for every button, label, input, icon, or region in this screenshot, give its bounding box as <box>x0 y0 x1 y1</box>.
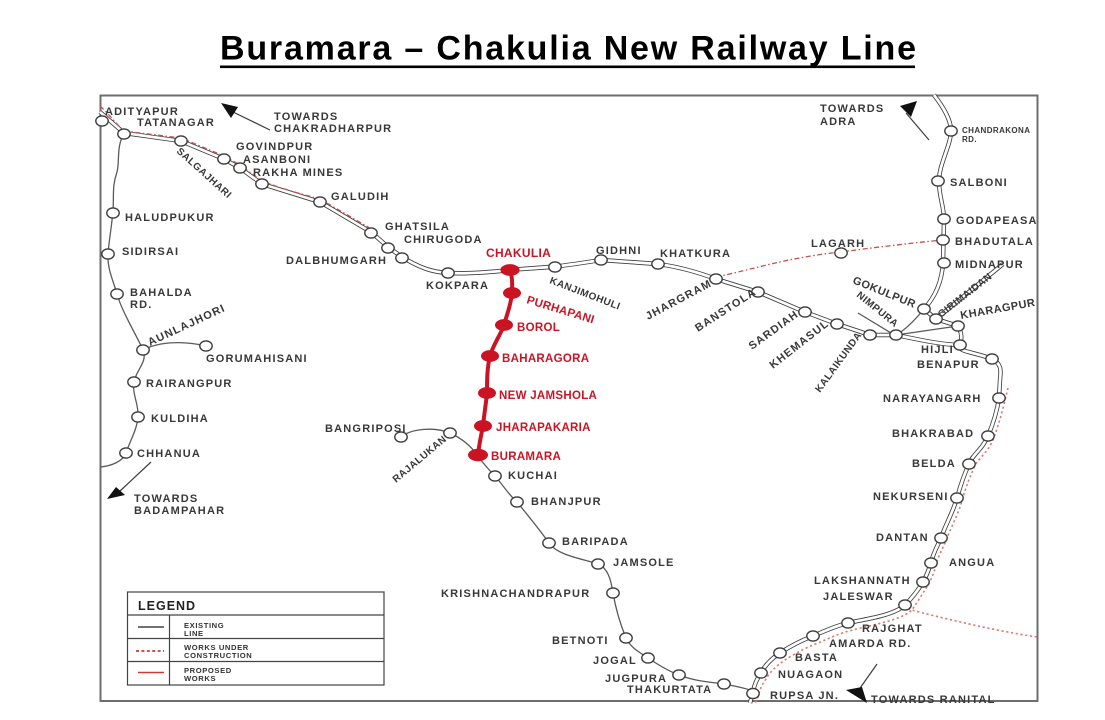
svg-text:Buramara – Chakulia New Railwa: Buramara – Chakulia New Railway Line <box>220 30 918 68</box>
svg-text:KRISHNACHANDRAPUR: KRISHNACHANDRAPUR <box>441 588 590 600</box>
svg-text:BHAKRABAD: BHAKRABAD <box>892 428 974 440</box>
svg-text:BETNOTI: BETNOTI <box>552 635 609 647</box>
svg-text:TATANAGAR: TATANAGAR <box>137 117 215 129</box>
svg-text:NEKURSENI: NEKURSENI <box>873 491 949 503</box>
svg-text:RAIRANGPUR: RAIRANGPUR <box>146 378 233 390</box>
svg-text:EXISTING: EXISTING <box>184 621 224 630</box>
svg-text:ADRA: ADRA <box>820 116 857 128</box>
svg-text:ADITYAPUR: ADITYAPUR <box>105 106 179 118</box>
svg-text:HIJLI: HIJLI <box>921 344 954 356</box>
svg-text:CHAKULIA: CHAKULIA <box>486 246 551 260</box>
svg-text:LINE: LINE <box>184 629 204 638</box>
svg-text:SIDIRSAI: SIDIRSAI <box>122 246 179 258</box>
svg-text:CHAKRADHARPUR: CHAKRADHARPUR <box>274 123 392 135</box>
svg-text:RD.: RD. <box>962 135 977 144</box>
svg-text:CHHANUA: CHHANUA <box>137 448 201 460</box>
svg-text:NARAYANGARH: NARAYANGARH <box>883 393 982 405</box>
svg-text:RAKHA MINES: RAKHA MINES <box>253 167 343 179</box>
svg-text:JOGAL: JOGAL <box>593 655 637 667</box>
svg-text:JAMSOLE: JAMSOLE <box>613 557 675 569</box>
svg-text:RAJGHAT: RAJGHAT <box>862 623 923 635</box>
svg-text:THAKURTATA: THAKURTATA <box>627 684 712 696</box>
svg-text:CHANDRAKONA: CHANDRAKONA <box>962 126 1030 135</box>
svg-text:HALUDPUKUR: HALUDPUKUR <box>125 212 215 224</box>
svg-text:BELDA: BELDA <box>912 458 956 470</box>
svg-text:KUCHAI: KUCHAI <box>508 470 558 482</box>
svg-text:RD.: RD. <box>130 299 153 311</box>
svg-text:TOWARDS RANITAL: TOWARDS RANITAL <box>871 694 996 706</box>
svg-text:BARIPADA: BARIPADA <box>562 536 629 548</box>
svg-text:GIDHNI: GIDHNI <box>596 245 642 257</box>
svg-text:TOWARDS: TOWARDS <box>134 493 198 505</box>
svg-text:JALESWAR: JALESWAR <box>823 591 894 603</box>
svg-text:LAKSHANNATH: LAKSHANNATH <box>814 575 911 587</box>
svg-text:BAHARAGORA: BAHARAGORA <box>502 353 589 365</box>
svg-text:GODAPEASA: GODAPEASA <box>956 215 1038 227</box>
svg-text:BOROL: BOROL <box>517 322 560 334</box>
svg-text:BURAMARA: BURAMARA <box>491 451 561 463</box>
svg-text:CONSTRUCTION: CONSTRUCTION <box>184 651 252 660</box>
svg-text:BENAPUR: BENAPUR <box>917 359 980 371</box>
svg-text:LAGARH: LAGARH <box>811 238 865 250</box>
svg-text:BANGRIPOSI: BANGRIPOSI <box>325 423 407 435</box>
svg-text:GORUMAHISANI: GORUMAHISANI <box>206 353 308 365</box>
svg-text:NEW JAMSHOLA: NEW JAMSHOLA <box>499 390 597 402</box>
svg-text:NUAGAON: NUAGAON <box>778 669 843 681</box>
svg-text:CHIRUGODA: CHIRUGODA <box>404 234 483 246</box>
svg-text:LEGEND: LEGEND <box>138 599 196 613</box>
svg-text:PROPOSED: PROPOSED <box>184 666 232 675</box>
svg-text:SALBONI: SALBONI <box>950 177 1008 189</box>
svg-text:DANTAN: DANTAN <box>876 532 929 544</box>
svg-text:KOKPARA: KOKPARA <box>426 280 489 292</box>
svg-text:BASTA: BASTA <box>795 652 838 664</box>
svg-text:GHATSILA: GHATSILA <box>385 221 450 233</box>
svg-text:DALBHUMGARH: DALBHUMGARH <box>286 255 387 267</box>
svg-text:TOWARDS: TOWARDS <box>274 111 338 123</box>
svg-text:JHARAPAKARIA: JHARAPAKARIA <box>496 422 591 434</box>
svg-text:AMARDA RD.: AMARDA RD. <box>829 638 911 650</box>
svg-text:BAHALDA: BAHALDA <box>130 287 193 299</box>
svg-text:ASANBONI: ASANBONI <box>243 154 311 166</box>
svg-text:KHATKURA: KHATKURA <box>660 248 731 260</box>
svg-text:GALUDIH: GALUDIH <box>331 191 390 203</box>
svg-text:KULDIHA: KULDIHA <box>151 413 209 425</box>
svg-text:TOWARDS: TOWARDS <box>820 103 884 115</box>
svg-text:BADAMPAHAR: BADAMPAHAR <box>134 505 225 517</box>
svg-text:BHANJPUR: BHANJPUR <box>531 496 602 508</box>
svg-text:JUGPURA: JUGPURA <box>605 673 667 685</box>
svg-text:WORKS: WORKS <box>184 674 216 683</box>
svg-text:RUPSA JN.: RUPSA JN. <box>770 690 839 702</box>
svg-text:WORKS UNDER: WORKS UNDER <box>184 643 249 652</box>
svg-text:BHADUTALA: BHADUTALA <box>955 236 1034 248</box>
svg-text:MIDNAPUR: MIDNAPUR <box>955 259 1024 271</box>
svg-text:GOVINDPUR: GOVINDPUR <box>236 141 313 153</box>
svg-text:ANGUA: ANGUA <box>949 557 995 569</box>
